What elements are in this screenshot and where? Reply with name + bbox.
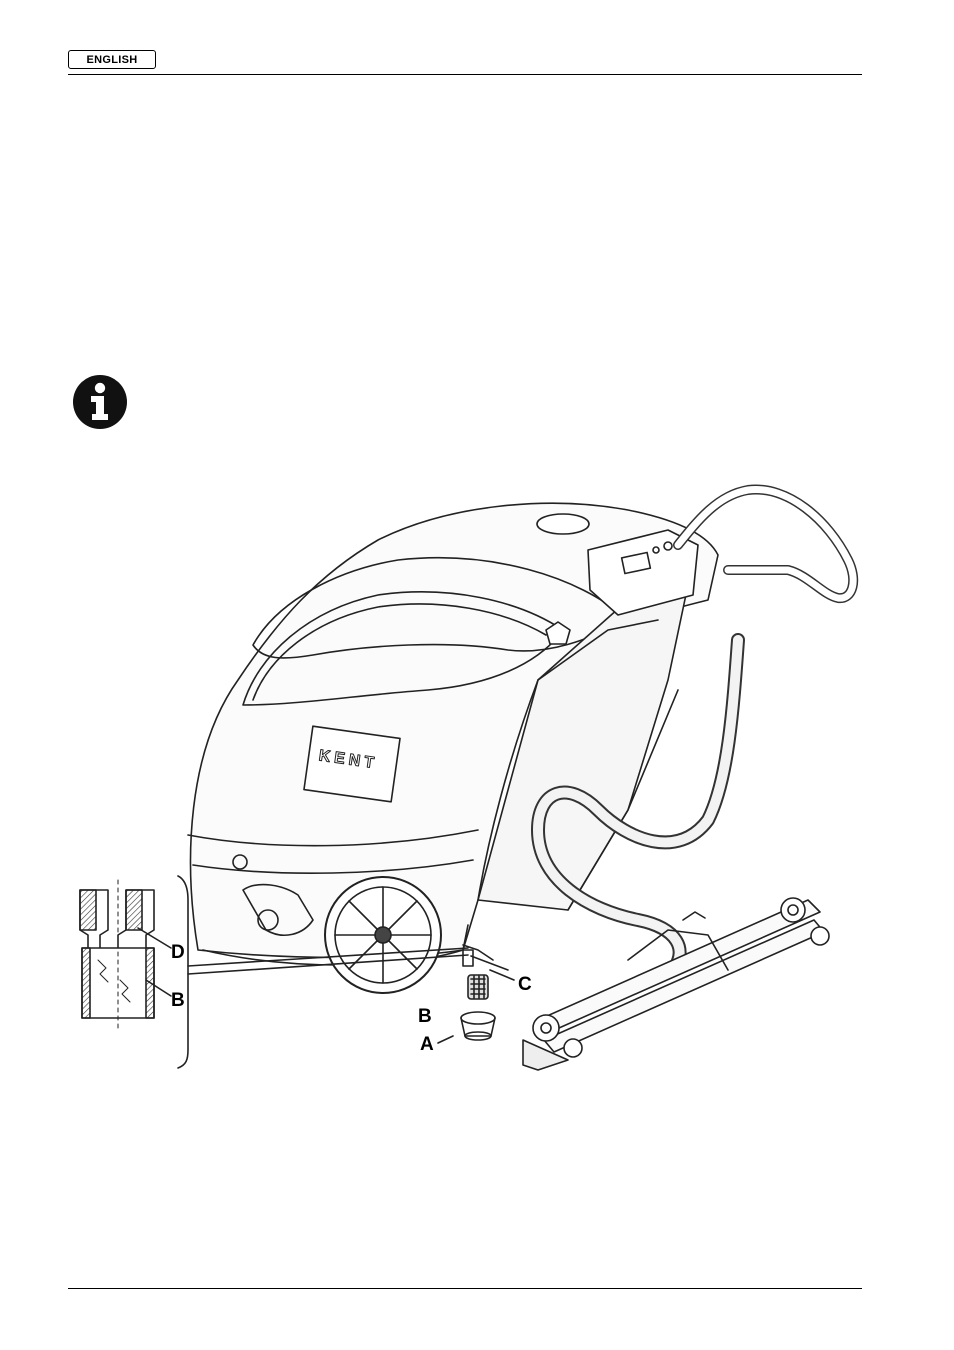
footer-rule [68, 1288, 862, 1289]
info-icon [72, 374, 128, 430]
callout-c: C [518, 974, 532, 995]
callout-b-detail: B [171, 990, 185, 1011]
language-tab: ENGLISH [68, 50, 156, 69]
callout-b: B [418, 1006, 432, 1027]
callout-d: D [171, 942, 185, 963]
callout-a: A [420, 1034, 434, 1055]
header-rule [68, 74, 862, 75]
machine-figure: KENT [68, 480, 868, 1080]
